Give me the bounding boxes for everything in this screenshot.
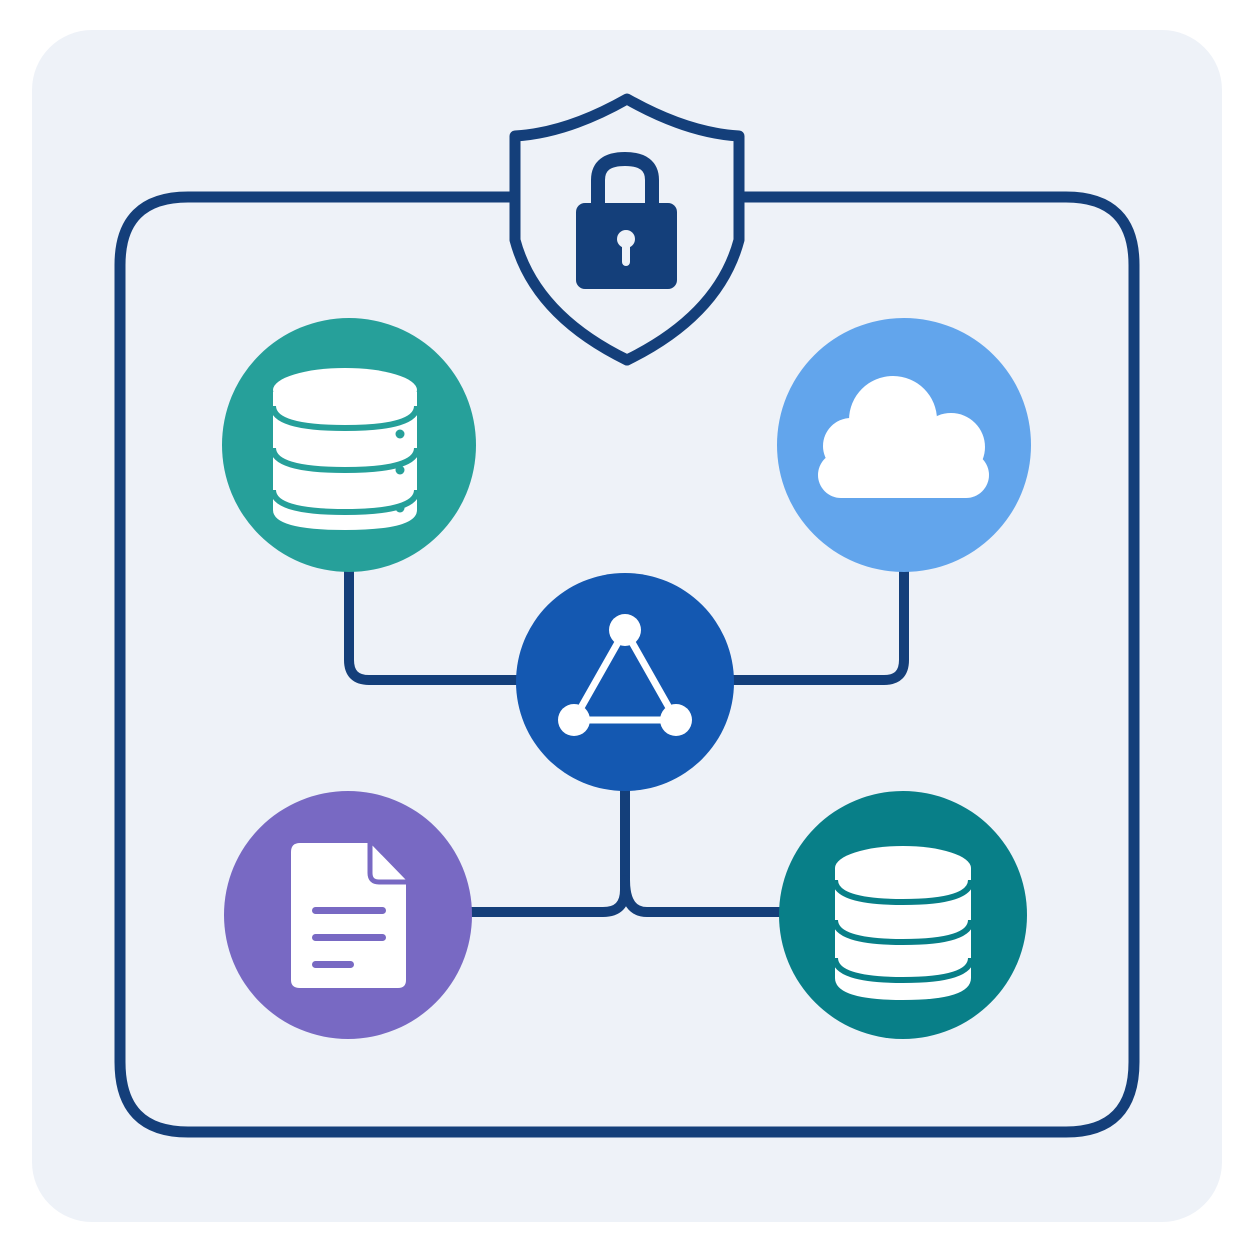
connector-database-hub [344, 555, 545, 685]
database-node-primary[interactable] [222, 318, 476, 572]
security-shield[interactable] [509, 93, 745, 366]
connector-hub-database [620, 875, 795, 917]
database-node-secondary[interactable] [779, 791, 1027, 1039]
server-database-icon [270, 368, 420, 530]
connector-cloud-hub [709, 555, 909, 685]
central-hub-node[interactable] [516, 573, 734, 791]
document-node[interactable] [224, 791, 472, 1039]
padlock-icon [576, 151, 677, 289]
document-icon [291, 843, 406, 988]
cloud-node[interactable] [777, 318, 1031, 572]
network-triangle-icon [558, 614, 692, 736]
database-icon [832, 846, 974, 1000]
boundary-frame [114, 191, 1140, 1138]
cloud-icon [818, 376, 989, 498]
connectors [344, 555, 909, 917]
